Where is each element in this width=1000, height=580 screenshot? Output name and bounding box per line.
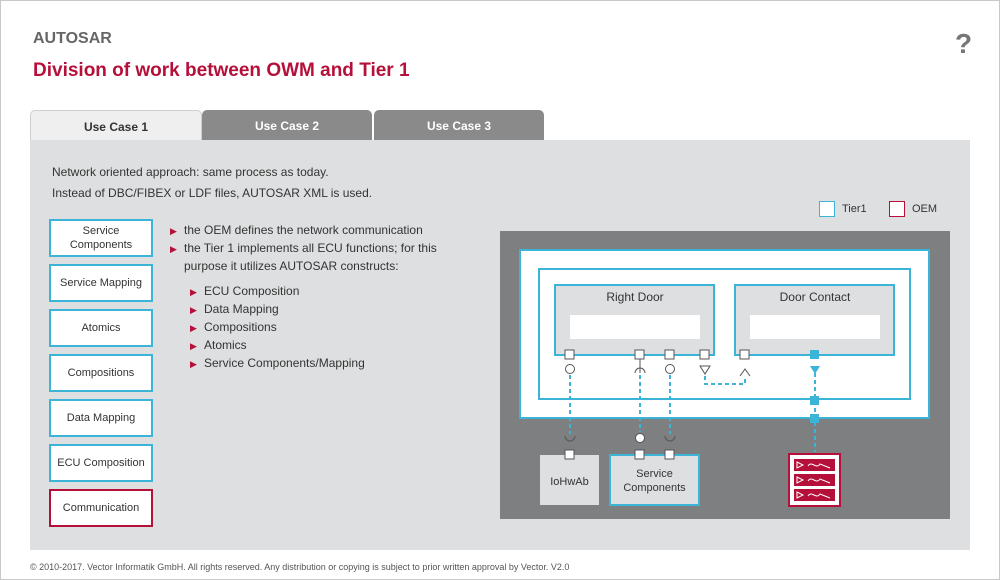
right-door-label: Right Door	[606, 290, 663, 304]
atomics-button[interactable]: Atomics	[49, 309, 153, 347]
legend-oem-label: OEM	[912, 203, 938, 215]
tab-use-case-2[interactable]: Use Case 2	[202, 110, 372, 140]
bullet-main-2-line2: purpose it utilizes AUTOSAR constructs:	[184, 259, 399, 273]
legend-tier1-label: Tier1	[842, 203, 867, 215]
sub-bullet-text: Service Components/Mapping	[204, 356, 365, 370]
service-port-2	[664, 449, 675, 460]
communication-layers	[794, 459, 835, 501]
door-contact-label: Door Contact	[780, 290, 851, 304]
iohwab-socket-icon	[564, 435, 576, 442]
service-components-label-1: Service	[636, 468, 673, 480]
sub-bullet: ▶ ECU Composition	[190, 282, 300, 300]
data-mapping-button[interactable]: Data Mapping	[49, 399, 153, 437]
help-icon[interactable]: ?	[955, 28, 973, 59]
sub-bullet: ▶ Data Mapping	[190, 300, 279, 318]
sub-bullet-text: ECU Composition	[204, 284, 300, 298]
service-mapping-button[interactable]: Service Mapping	[49, 264, 153, 302]
service-ball-icon	[635, 433, 645, 443]
intro-line-1: Network oriented approach: same process …	[52, 165, 329, 179]
communication-button[interactable]: Communication	[49, 489, 153, 527]
legend-tier1-swatch	[819, 201, 835, 217]
app-title: AUTOSAR	[33, 30, 112, 47]
sub-bullet-text: Atomics	[204, 338, 247, 352]
sub-bullet: ▶ Service Components/Mapping	[190, 354, 365, 372]
page-title: Division of work between OWM and Tier 1	[33, 60, 410, 81]
intro-line-2: Instead of DBC/FIBEX or LDF files, AUTOS…	[52, 186, 373, 200]
component-ports	[564, 349, 750, 360]
sub-bullet: ▶ Compositions	[190, 318, 277, 336]
service-socket-icon	[664, 435, 676, 442]
legend-oem-swatch	[889, 201, 905, 217]
bullet-main-2: ▶ the Tier 1 implements all ECU function…	[170, 239, 437, 275]
bullet-arrow-icon: ▶	[190, 341, 197, 351]
port-connections	[569, 373, 816, 452]
copyright-footer: © 2010-2017. Vector Informatik GmbH. All…	[30, 562, 570, 572]
tab-use-case-3[interactable]: Use Case 3	[374, 110, 544, 140]
compositions-button[interactable]: Compositions	[49, 354, 153, 392]
sub-bullet-text: Compositions	[204, 320, 277, 334]
bullet-arrow-icon: ▶	[190, 323, 197, 333]
bullet-arrow-icon: ▶	[170, 226, 177, 236]
port-interface-symbols	[565, 359, 751, 377]
service-port-1	[634, 449, 645, 460]
service-components-button[interactable]: Service Components	[49, 219, 153, 257]
oem-network-ports	[810, 350, 820, 423]
bullet-main-1-text: the OEM defines the network communicatio…	[184, 223, 423, 237]
service-components-block	[609, 454, 700, 506]
sub-bullet-text: Data Mapping	[204, 302, 279, 316]
bullet-main-1: ▶ the OEM defines the network communicat…	[170, 221, 423, 239]
ecu-composition-button[interactable]: ECU Composition	[49, 444, 153, 482]
iohwab-port	[564, 449, 575, 460]
bullet-arrow-icon: ▶	[170, 244, 177, 254]
iohwab-label: IoHwAb	[550, 476, 589, 488]
sub-bullet: ▶ Atomics	[190, 336, 247, 354]
bullet-main-2-line1: the Tier 1 implements all ECU functions;…	[184, 241, 437, 255]
bullet-arrow-icon: ▶	[190, 287, 197, 297]
service-components-label-2: Components	[623, 482, 686, 494]
bullet-arrow-icon: ▶	[190, 359, 197, 369]
right-door-inner-field	[570, 315, 700, 339]
iohwab-block	[540, 455, 599, 505]
bullet-arrow-icon: ▶	[190, 305, 197, 315]
door-contact-inner-field	[750, 315, 880, 339]
tab-use-case-1[interactable]: Use Case 1	[30, 110, 202, 141]
